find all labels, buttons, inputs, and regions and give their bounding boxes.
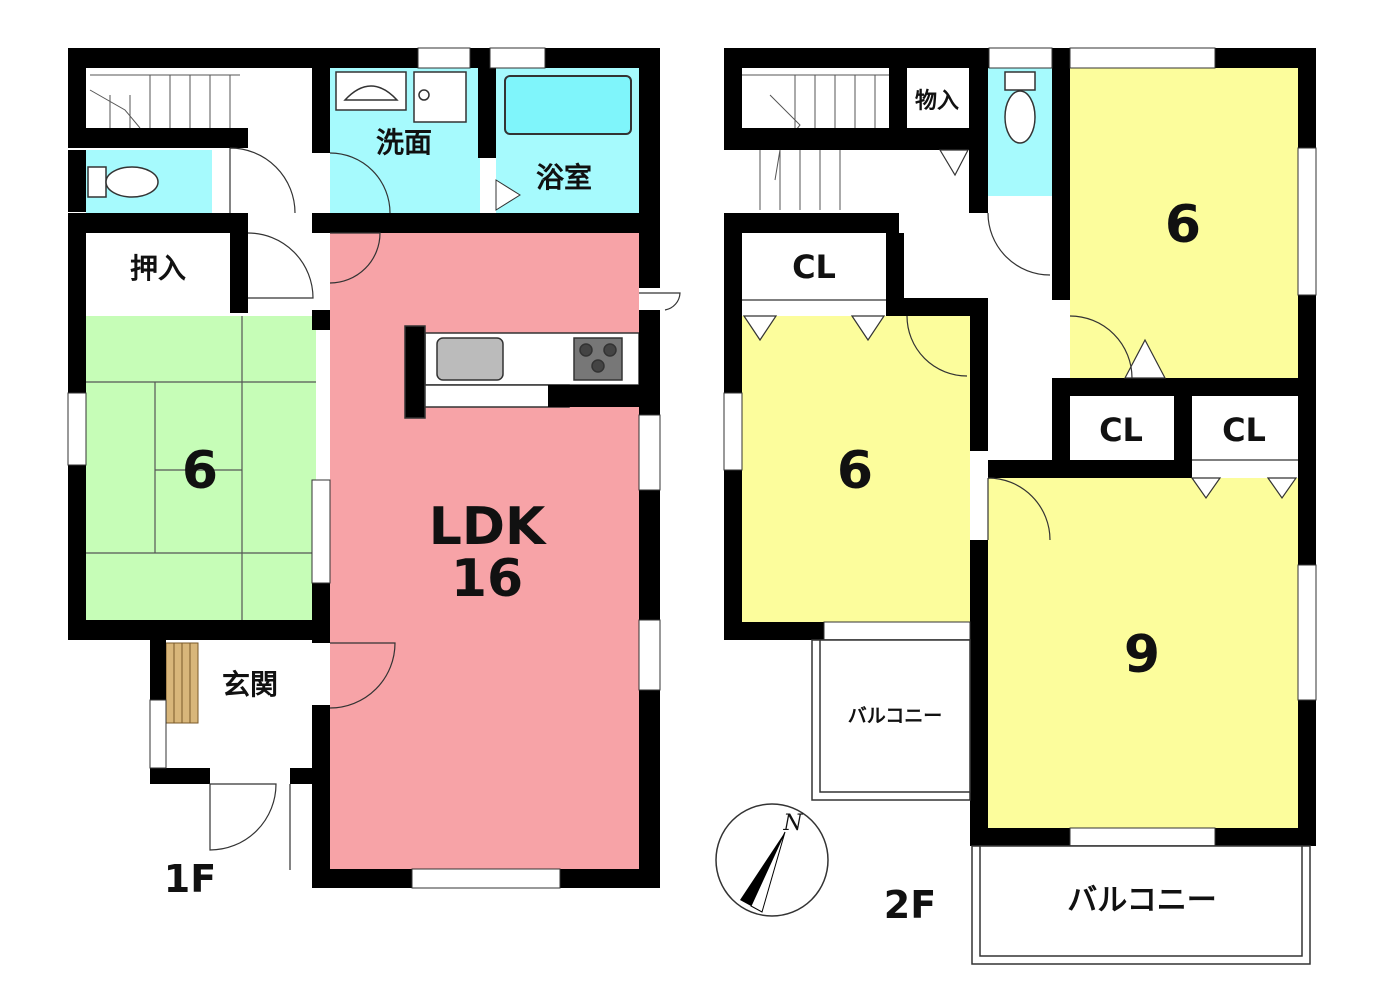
doors-1f	[209, 147, 681, 870]
bedroom-southeast-size: 9	[1124, 625, 1160, 685]
floor-2f: 物入 CL 6 6 CL CL 9 バルコニー バルコニー 2F	[723, 47, 1317, 965]
japanese-room-size: 6	[182, 441, 218, 501]
floor-2f-label: 2F	[884, 883, 936, 927]
bathtub	[504, 75, 632, 135]
storage-label: 物入	[915, 88, 959, 114]
balcony-west-label: バルコニー	[848, 705, 943, 727]
closet-doors-2f	[742, 149, 1298, 500]
walls-1f	[68, 48, 660, 888]
toilet-1f	[87, 166, 159, 198]
washroom-label: 洗面	[376, 126, 432, 159]
compass-needle	[740, 832, 785, 912]
closet-label: 押入	[130, 252, 186, 285]
closet-east-label: CL	[1222, 411, 1266, 449]
closet-west-label: CL	[792, 248, 836, 286]
balcony-south	[971, 845, 1311, 965]
japanese-room-fill	[86, 316, 316, 620]
floor-1f: 洗面 浴室 押入 6 LDK 16 玄関 1F	[67, 47, 681, 901]
bedroom-southeast-fill	[988, 478, 1298, 828]
bath-door-arrow	[495, 179, 521, 211]
windows-2f	[723, 47, 1317, 847]
balcony-west	[811, 639, 971, 801]
washbasin	[335, 71, 467, 123]
kitchen-counter	[404, 325, 640, 419]
windows-1f	[67, 47, 661, 889]
bedroom-west-fill	[742, 316, 970, 622]
doors-2f	[742, 212, 1298, 541]
toilet-2f	[1004, 71, 1036, 144]
closet-center-label: CL	[1099, 411, 1143, 449]
compass: N	[715, 803, 829, 917]
stairs-1f	[89, 74, 240, 129]
walls-2f	[724, 48, 1316, 846]
balcony-south-label: バルコニー	[1067, 883, 1216, 918]
bedroom-northeast-fill	[1070, 68, 1298, 380]
floor-1f-label: 1F	[164, 857, 216, 901]
bedroom-west-size: 6	[837, 441, 873, 501]
bathroom-label: 浴室	[536, 161, 592, 194]
tatami-lines	[86, 316, 316, 620]
bedroom-northeast-size: 6	[1165, 195, 1201, 255]
ldk-label: LDK	[429, 497, 547, 557]
ldk-size: 16	[451, 549, 523, 609]
compass-north-label: N	[782, 811, 803, 836]
stairs-2f	[742, 74, 890, 210]
entrance-label: 玄関	[222, 668, 278, 701]
